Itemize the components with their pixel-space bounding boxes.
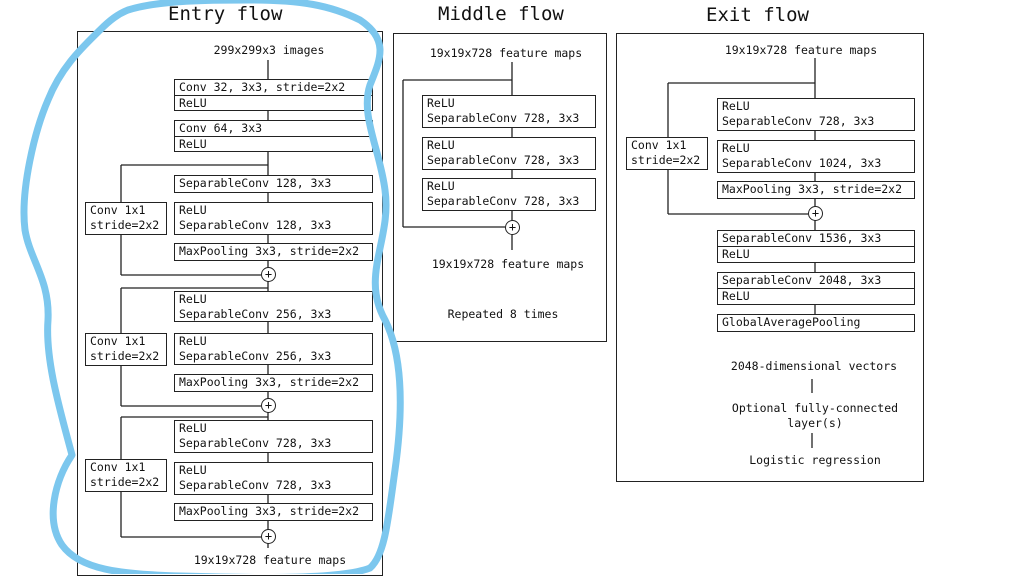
skip-stride-label: stride=2x2 bbox=[90, 218, 160, 232]
skip-conv-label: Conv 1x1 bbox=[90, 460, 146, 474]
skip-stride-label: stride=2x2 bbox=[90, 475, 160, 489]
sepconv728-layer: SeparableConv 728, 3x3 bbox=[179, 478, 332, 492]
entry-conv64-block: Conv 64, 3x3 ReLU bbox=[174, 120, 373, 152]
relu-layer: ReLU bbox=[179, 334, 207, 348]
exit-flow-title: Exit flow bbox=[706, 4, 809, 26]
skip-conv-block: Conv 1x1 stride=2x2 bbox=[85, 333, 167, 366]
entry-output-label: 19x19x728 feature maps bbox=[193, 553, 347, 567]
exit-sepconv2048-block: SeparableConv 2048, 3x3 ReLU bbox=[717, 272, 915, 305]
relu-layer: ReLU bbox=[179, 203, 207, 217]
sepconv256-layer: SeparableConv 256, 3x3 bbox=[179, 349, 332, 363]
skip-conv-block: Conv 1x1 stride=2x2 bbox=[85, 202, 167, 235]
exit-input-label: 19x19x728 feature maps bbox=[724, 43, 878, 57]
global-avg-pool-layer: GlobalAveragePooling bbox=[717, 314, 915, 332]
conv32-layer: Conv 32, 3x3, stride=2x2 bbox=[179, 80, 346, 94]
entry-input-label: 299x299x3 images bbox=[213, 43, 325, 57]
sepconv728-layer: SeparableConv 728, 3x3 bbox=[427, 153, 580, 167]
repeat-label: Repeated 8 times bbox=[447, 307, 559, 321]
middle-output-label: 19x19x728 feature maps bbox=[431, 257, 585, 271]
add-node: + bbox=[261, 529, 276, 544]
sepconv1536-layer: SeparableConv 1536, 3x3 bbox=[722, 231, 882, 245]
sepconv728-layer: SeparableConv 728, 3x3 bbox=[427, 111, 580, 125]
entry-relu-sepconv256-block: ReLU SeparableConv 256, 3x3 bbox=[174, 291, 373, 322]
relu-layer: ReLU bbox=[722, 141, 750, 155]
entry-relu-sepconv728-block-2: ReLU SeparableConv 728, 3x3 bbox=[174, 462, 373, 495]
middle-flow-title: Middle flow bbox=[438, 3, 564, 25]
skip-conv-block: Conv 1x1 stride=2x2 bbox=[85, 459, 167, 492]
relu-layer: ReLU bbox=[427, 96, 455, 110]
middle-relu-sepconv-block-3: ReLU SeparableConv 728, 3x3 bbox=[422, 178, 596, 211]
add-node: + bbox=[261, 398, 276, 413]
add-node: + bbox=[505, 220, 520, 235]
relu-layer: ReLU bbox=[427, 138, 455, 152]
relu-layer: ReLU bbox=[718, 246, 914, 262]
middle-input-label: 19x19x728 feature maps bbox=[429, 46, 583, 60]
exit-sepconv1536-block: SeparableConv 1536, 3x3 ReLU bbox=[717, 230, 915, 263]
skip-conv-label: Conv 1x1 bbox=[90, 203, 146, 217]
sepconv728-layer: SeparableConv 728, 3x3 bbox=[179, 436, 332, 450]
sepconv128-layer: SeparableConv 128, 3x3 bbox=[174, 175, 373, 193]
entry-relu-sepconv256-block-2: ReLU SeparableConv 256, 3x3 bbox=[174, 333, 373, 365]
skip-conv-label: Conv 1x1 bbox=[90, 334, 146, 348]
skip-stride-label: stride=2x2 bbox=[90, 349, 160, 363]
skip-conv-block: Conv 1x1 stride=2x2 bbox=[626, 137, 708, 170]
fc-label-line1: Optional fully-connected bbox=[731, 401, 899, 415]
maxpool-layer: MaxPooling 3x3, stride=2x2 bbox=[174, 374, 373, 392]
entry-relu-sepconv728-block: ReLU SeparableConv 728, 3x3 bbox=[174, 420, 373, 453]
sepconv728-layer: SeparableConv 728, 3x3 bbox=[427, 194, 580, 208]
sepconv2048-layer: SeparableConv 2048, 3x3 bbox=[722, 273, 882, 287]
sepconv1024-layer: SeparableConv 1024, 3x3 bbox=[722, 156, 882, 170]
entry-conv32-block: Conv 32, 3x3, stride=2x2 ReLU bbox=[174, 79, 373, 111]
maxpool-layer: MaxPooling 3x3, stride=2x2 bbox=[174, 243, 373, 261]
sepconv128-layer: SeparableConv 128, 3x3 bbox=[179, 218, 332, 232]
vectors-label: 2048-dimensional vectors bbox=[730, 359, 898, 373]
relu-layer: ReLU bbox=[175, 136, 372, 151]
maxpool-layer: MaxPooling 3x3, stride=2x2 bbox=[174, 503, 373, 521]
logistic-regression-label: Logistic regression bbox=[749, 453, 881, 467]
relu-layer: ReLU bbox=[179, 463, 207, 477]
fc-label-line2: layer(s) bbox=[787, 416, 843, 430]
skip-stride-label: stride=2x2 bbox=[631, 153, 701, 167]
middle-relu-sepconv-block: ReLU SeparableConv 728, 3x3 bbox=[422, 95, 596, 128]
relu-layer: ReLU bbox=[179, 292, 207, 306]
exit-relu-sepconv1024-block: ReLU SeparableConv 1024, 3x3 bbox=[717, 140, 915, 173]
add-node: + bbox=[261, 267, 276, 282]
relu-layer: ReLU bbox=[718, 288, 914, 304]
middle-relu-sepconv-block-2: ReLU SeparableConv 728, 3x3 bbox=[422, 137, 596, 170]
sepconv728-layer: SeparableConv 728, 3x3 bbox=[722, 114, 875, 128]
exit-relu-sepconv728-block: ReLU SeparableConv 728, 3x3 bbox=[717, 98, 915, 131]
relu-layer: ReLU bbox=[722, 99, 750, 113]
relu-layer: ReLU bbox=[175, 95, 372, 110]
skip-conv-label: Conv 1x1 bbox=[631, 138, 687, 152]
relu-layer: ReLU bbox=[179, 421, 207, 435]
sepconv256-layer: SeparableConv 256, 3x3 bbox=[179, 307, 332, 321]
relu-layer: ReLU bbox=[427, 179, 455, 193]
fc-label: Optional fully-connected layer(s) bbox=[732, 401, 898, 431]
entry-relu-sepconv128-block: ReLU SeparableConv 128, 3x3 bbox=[174, 202, 373, 235]
maxpool-layer: MaxPooling 3x3, stride=2x2 bbox=[717, 181, 915, 199]
exit-flow-panel bbox=[616, 33, 924, 482]
add-node: + bbox=[808, 206, 823, 221]
conv64-layer: Conv 64, 3x3 bbox=[179, 121, 263, 135]
